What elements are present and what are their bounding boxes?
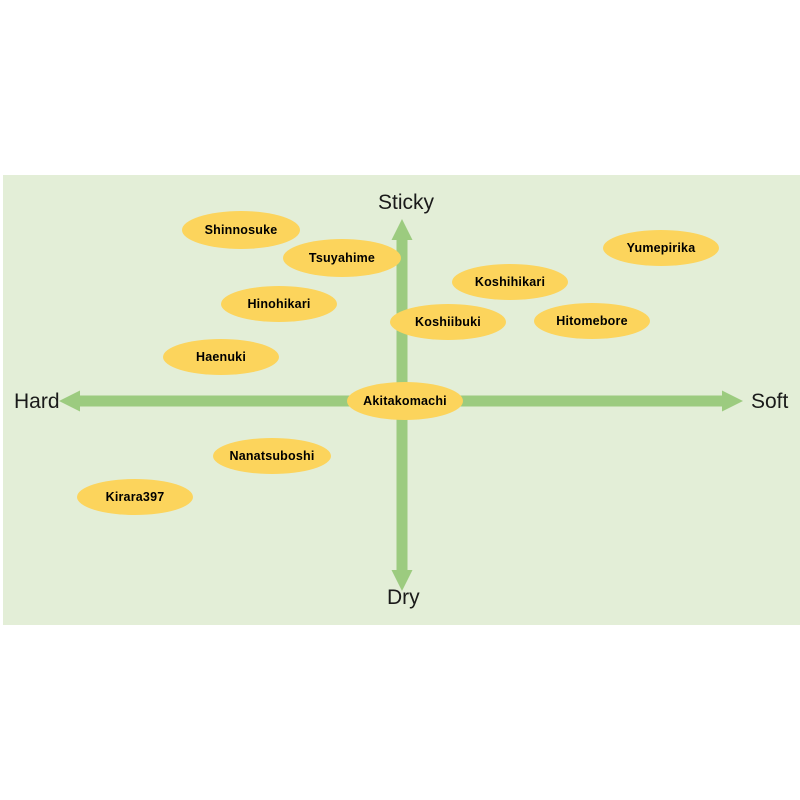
data-point-bubble[interactable]: Nanatsuboshi (213, 438, 331, 474)
axis-label-dry: Dry (387, 586, 420, 609)
data-point-label: Tsuyahime (308, 251, 376, 265)
hard-arrowhead (59, 390, 80, 412)
data-point-bubble[interactable]: Hitomebore (534, 303, 650, 339)
data-point-label: Akitakomachi (363, 394, 447, 408)
data-point-bubble[interactable]: Koshihikari (452, 264, 568, 300)
data-point-label: Hinohikari (247, 297, 311, 311)
axis-label-hard: Hard (14, 390, 60, 413)
axis-label-soft: Soft (751, 390, 789, 413)
data-point-label: Koshihikari (474, 275, 546, 289)
data-point-label: Koshiibuki (415, 315, 481, 329)
soft-arrowhead (722, 390, 743, 412)
sticky-arrowhead (391, 219, 413, 240)
data-point-label: Nanatsuboshi (229, 449, 315, 463)
dry-arrowhead (391, 570, 413, 591)
data-point-label: Shinnosuke (204, 223, 278, 237)
axis-label-sticky: Sticky (378, 191, 435, 214)
data-point-label: Haenuki (195, 350, 247, 364)
data-point-label: Yumepirika (626, 241, 696, 255)
data-point-bubble[interactable]: Akitakomachi (347, 382, 463, 420)
data-point-label: Hitomebore (556, 314, 628, 328)
data-point-bubble[interactable]: Koshiibuki (390, 304, 506, 340)
data-point-bubble[interactable]: Kirara397 (77, 479, 193, 515)
data-point-bubble[interactable]: Hinohikari (221, 286, 337, 322)
data-point-bubble[interactable]: Tsuyahime (283, 239, 401, 277)
data-point-bubble[interactable]: Yumepirika (603, 230, 719, 266)
data-point-label: Kirara397 (105, 490, 165, 504)
data-point-bubble[interactable]: Shinnosuke (182, 211, 300, 249)
data-point-bubble[interactable]: Haenuki (163, 339, 279, 375)
